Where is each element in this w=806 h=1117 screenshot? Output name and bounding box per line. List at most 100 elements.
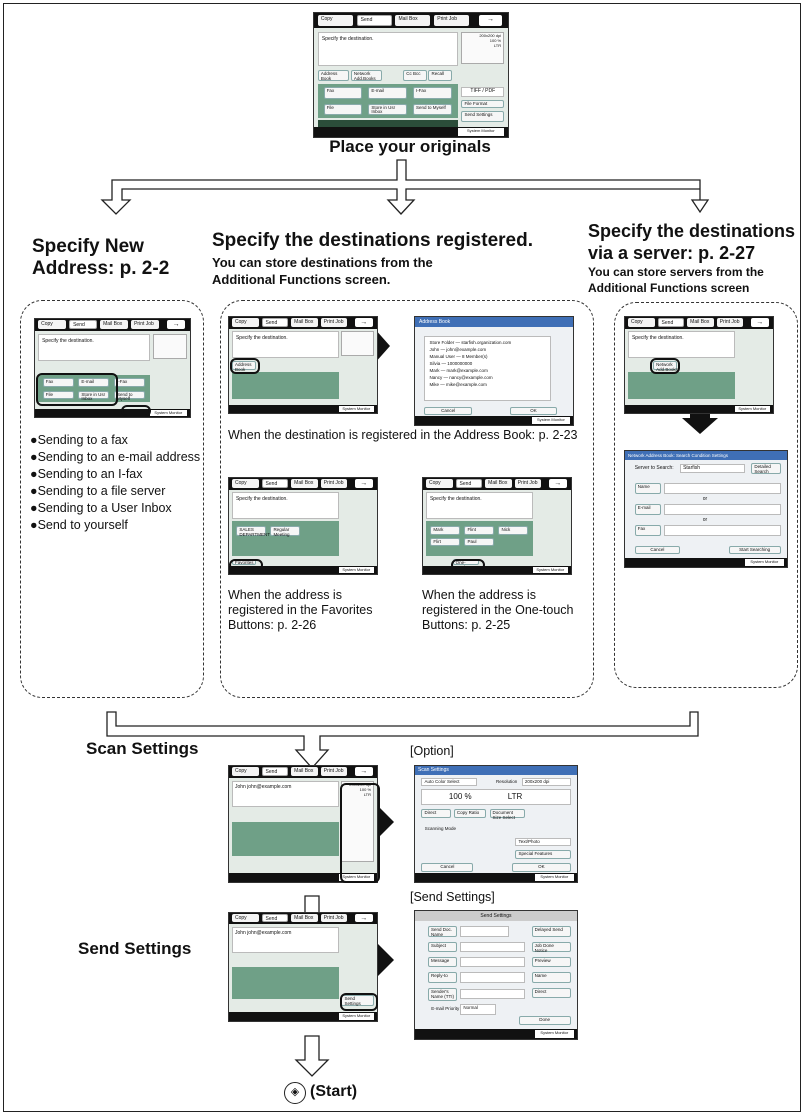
tab-print-job[interactable]: Print Job: [716, 318, 744, 328]
job-done-notice-button[interactable]: Job Done Notice: [531, 941, 571, 953]
message-button[interactable]: Message: [427, 957, 458, 968]
start-searching-button[interactable]: Start Searching: [728, 546, 781, 555]
tab-print-job[interactable]: Print Job: [320, 318, 348, 328]
send-myself-button[interactable]: Send to Myself: [114, 390, 146, 401]
name-button[interactable]: Name: [531, 972, 571, 983]
onetouch-button[interactable]: Mark: [430, 526, 460, 535]
cancel-button[interactable]: Cancel: [424, 406, 472, 416]
special-features-button[interactable]: Special Features: [515, 849, 571, 859]
system-monitor-button[interactable]: System Monitor: [744, 558, 784, 566]
color-select[interactable]: Auto Color Select: [421, 777, 477, 786]
tab-mailbox[interactable]: Mail Box: [395, 14, 431, 27]
message-input[interactable]: [460, 957, 526, 968]
direct-button[interactable]: Direct: [421, 808, 451, 819]
onetouch-button[interactable]: Nick: [498, 526, 529, 535]
tab-copy[interactable]: Copy: [425, 479, 453, 489]
fax-input[interactable]: [663, 525, 781, 536]
tab-send[interactable]: Send: [261, 914, 289, 923]
reply-to-input[interactable]: [460, 972, 526, 983]
tab-print-job[interactable]: Print Job: [320, 767, 348, 777]
tab-mailbox[interactable]: Mail Box: [291, 914, 318, 923]
priority-select[interactable]: Normal: [460, 1004, 496, 1015]
tab-mailbox[interactable]: Mail Box: [291, 318, 318, 328]
mode-select[interactable]: Text/Photo: [515, 837, 571, 847]
system-monitor-button[interactable]: System Monitor: [338, 406, 375, 413]
tab-copy[interactable]: Copy: [317, 14, 353, 27]
tab-arrow[interactable]: →: [750, 318, 769, 328]
resolution-select[interactable]: 200x200 dpi: [521, 777, 571, 786]
address-book-button[interactable]: Address Book: [317, 70, 349, 82]
system-monitor-button[interactable]: System Monitor: [734, 406, 771, 413]
tab-send[interactable]: Send: [261, 318, 289, 328]
sender-name-button[interactable]: Sender's Name (TTI): [427, 987, 458, 1001]
tab-arrow[interactable]: →: [354, 914, 373, 923]
tab-mailbox[interactable]: Mail Box: [291, 767, 318, 777]
file-button[interactable]: File: [42, 390, 74, 400]
network-button[interactable]: Network Add.Books: [653, 361, 678, 372]
file-format-button[interactable]: File Format: [461, 99, 505, 109]
tab-send[interactable]: Send: [261, 767, 289, 777]
favorite-button[interactable]: SALES DEPARTMENT: [236, 526, 270, 537]
email-search-button[interactable]: E-mail: [634, 504, 661, 515]
send-myself-button[interactable]: Send to Myself: [412, 103, 452, 115]
reply-to-button[interactable]: Reply-to: [427, 972, 458, 983]
tab-send[interactable]: Send: [261, 479, 289, 489]
tab-arrow[interactable]: →: [548, 479, 567, 489]
tab-arrow[interactable]: →: [354, 767, 373, 777]
send-doc-name-button[interactable]: Send Doc. Name: [427, 926, 458, 937]
cancel-button[interactable]: Cancel: [634, 546, 681, 555]
tab-send[interactable]: Send: [657, 318, 685, 328]
server-select[interactable]: Starfish: [680, 463, 745, 474]
delayed-send-button[interactable]: Delayed Send: [531, 926, 571, 937]
network-button[interactable]: Network Add.Books: [350, 70, 382, 82]
tab-copy[interactable]: Copy: [231, 318, 259, 328]
tab-mailbox[interactable]: Mail Box: [687, 318, 714, 328]
fax-search-button[interactable]: Fax: [634, 525, 661, 536]
store-inbox-button[interactable]: Store in Usr Inbox: [78, 390, 110, 401]
list-item[interactable]: Manual User — 8 Member(s): [429, 354, 488, 360]
tab-copy[interactable]: Copy: [231, 479, 259, 489]
tab-copy[interactable]: Copy: [627, 318, 655, 328]
system-monitor-button[interactable]: System Monitor: [338, 1013, 375, 1020]
tab-mailbox[interactable]: Mail Box: [485, 479, 512, 489]
copy-ratio-button[interactable]: Copy Ratio: [453, 808, 487, 819]
tab-send[interactable]: Send: [455, 479, 483, 489]
sender-name-input[interactable]: [460, 989, 526, 1000]
onetouch-button[interactable]: Flint: [464, 526, 495, 535]
ifax-button[interactable]: I-Fax: [114, 377, 146, 387]
tab-send[interactable]: Send: [69, 320, 97, 330]
ifax-button[interactable]: I-Fax: [412, 87, 452, 99]
store-inbox-button[interactable]: Store in Usr Inbox: [368, 103, 408, 115]
email-button[interactable]: E-mail: [368, 87, 408, 99]
name-button[interactable]: Name: [634, 483, 661, 494]
list-item[interactable]: Mark — mark@example.com: [429, 368, 488, 374]
system-monitor-button[interactable]: System Monitor: [457, 128, 505, 136]
tab-print-job[interactable]: Print Job: [320, 914, 348, 923]
onetouch-button[interactable]: Flirt: [430, 537, 460, 547]
tab-arrow[interactable]: →: [354, 479, 373, 489]
list-item[interactable]: Mike — mike@example.com: [429, 382, 487, 388]
email-input[interactable]: [663, 504, 781, 515]
tab-print-job[interactable]: Print Job: [514, 479, 542, 489]
name-input[interactable]: [663, 483, 781, 494]
send-settings-button[interactable]: Send Settings: [461, 110, 505, 123]
tab-arrow[interactable]: →: [354, 318, 373, 328]
tab-print-job[interactable]: Print Job: [131, 320, 159, 330]
file-button[interactable]: File: [323, 103, 363, 115]
document-size-button[interactable]: Document Size Select: [489, 808, 526, 820]
tab-copy[interactable]: Copy: [231, 767, 259, 777]
list-item[interactable]: Nancy — nancy@example.com: [429, 375, 493, 381]
system-monitor-button[interactable]: System Monitor: [531, 417, 570, 424]
fax-button[interactable]: Fax: [323, 87, 363, 99]
tab-arrow[interactable]: →: [478, 14, 503, 27]
tab-copy[interactable]: Copy: [38, 320, 66, 330]
direct-button[interactable]: Direct: [531, 987, 571, 999]
system-monitor-button[interactable]: System Monitor: [532, 567, 569, 574]
list-item[interactable]: John — john@example.com: [429, 347, 487, 353]
tab-mailbox[interactable]: Mail Box: [100, 320, 128, 330]
done-button[interactable]: Done: [518, 1015, 571, 1025]
tab-print-job[interactable]: Print Job: [320, 479, 348, 489]
tab-mailbox[interactable]: Mail Box: [291, 479, 318, 489]
system-monitor-button[interactable]: System Monitor: [149, 410, 187, 417]
subject-input[interactable]: [460, 941, 526, 952]
